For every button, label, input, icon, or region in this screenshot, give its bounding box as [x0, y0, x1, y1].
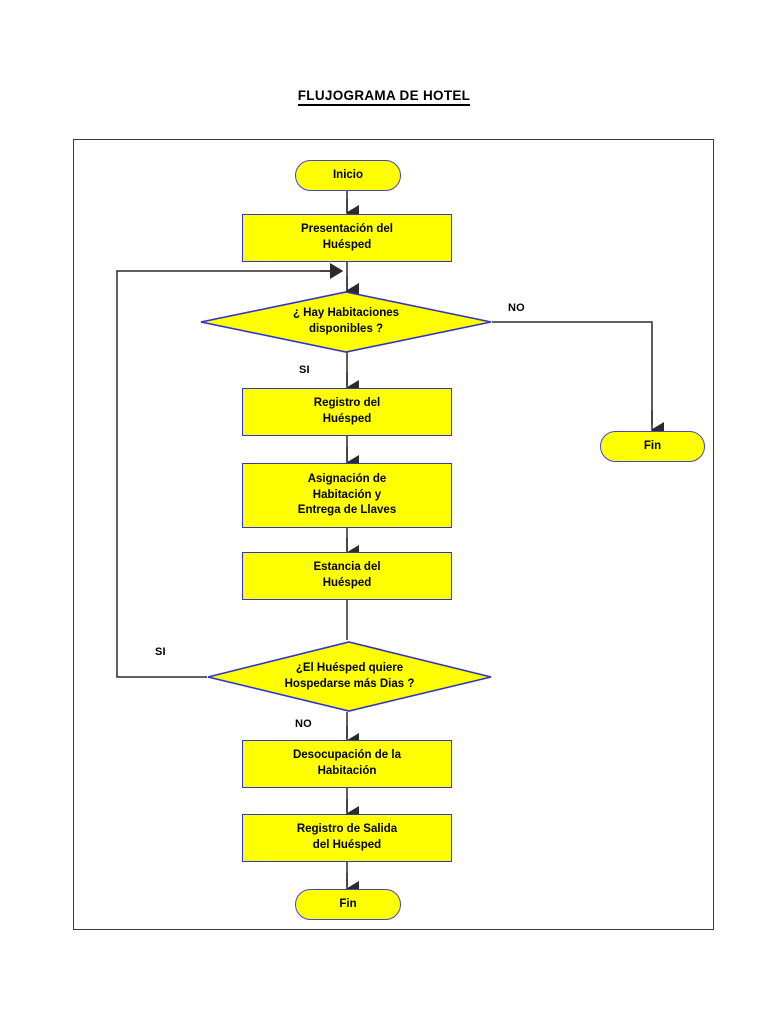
node-registro-salida-label: Registro de Salida del Huésped: [296, 823, 398, 851]
node-asignacion-label: Asignación de Habitación y Entrega de Ll…: [297, 472, 397, 517]
edge-label-masdias-no: NO: [295, 718, 312, 730]
node-hay-habitaciones-label: ¿ Hay Habitaciones disponibles ?: [292, 307, 400, 335]
node-desocupacion-label: Desocupación de la Habitación: [292, 749, 401, 777]
edge-label-masdias-si: SI: [155, 646, 166, 658]
node-fin-final-label: Fin: [339, 897, 357, 910]
node-estancia-huesped[interactable]: Estancia del Huésped: [242, 552, 452, 600]
node-fin-final[interactable]: Fin: [295, 889, 401, 920]
node-presentacion[interactable]: Presentación del Huésped: [242, 214, 452, 262]
node-registro-huesped[interactable]: Registro del Huésped: [242, 388, 452, 436]
node-presentacion-label: Presentación del Huésped: [300, 223, 394, 251]
diagram-frame: [73, 139, 714, 930]
node-desocupacion-habitacion[interactable]: Desocupación de la Habitación: [242, 740, 452, 788]
page-title-text: FLUJOGRAMA DE HOTEL: [297, 88, 471, 106]
node-mas-dias-label: ¿El Huésped quiere Hospedarse más Dias ?: [284, 661, 415, 690]
edge-label-hayhab-no: NO: [508, 302, 525, 314]
node-registro-salida[interactable]: Registro de Salida del Huésped: [242, 814, 452, 862]
edge-label-hayhab-si: SI: [299, 364, 310, 376]
node-hay-habitaciones[interactable]: ¿ Hay Habitaciones disponibles ?: [200, 291, 492, 353]
node-asignacion-habitacion[interactable]: Asignación de Habitación y Entrega de Ll…: [242, 463, 452, 528]
node-inicio-label: Inicio: [332, 168, 364, 181]
decision-diamond-shape: [200, 291, 492, 353]
node-registro-label: Registro del Huésped: [313, 397, 381, 425]
node-fin-no-label: Fin: [643, 439, 662, 452]
node-estancia-label: Estancia del Huésped: [313, 561, 381, 589]
page-title: FLUJOGRAMA DE HOTEL: [0, 88, 768, 106]
decision-diamond-shape: [207, 641, 492, 712]
node-fin-no-disponibilidad[interactable]: Fin: [600, 431, 705, 462]
node-mas-dias[interactable]: ¿El Huésped quiere Hospedarse más Dias ?: [207, 641, 492, 712]
node-inicio[interactable]: Inicio: [295, 160, 401, 191]
